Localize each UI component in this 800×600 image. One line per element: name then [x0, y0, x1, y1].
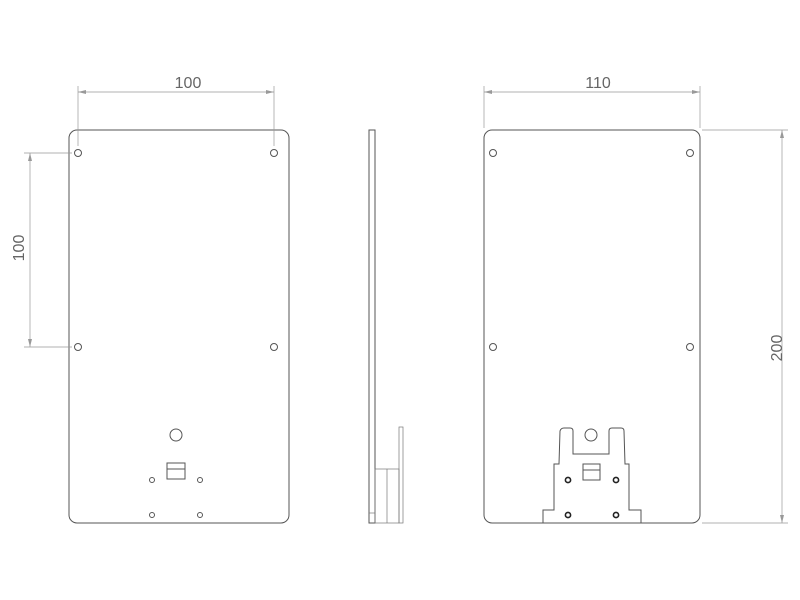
bracket-flange	[398, 426, 404, 524]
dimension-width-back: 110	[483, 75, 701, 128]
mounting-hole	[74, 149, 82, 157]
back-plate-outline	[483, 129, 701, 524]
front-view: 100 100	[11, 75, 290, 524]
center-hole	[169, 428, 183, 442]
mounting-hole	[74, 343, 82, 351]
dimension-label: 200	[769, 335, 786, 362]
bracket-screw-hole	[564, 476, 572, 484]
square-cutout	[582, 463, 601, 481]
small-hole	[149, 477, 155, 483]
back-view: 110 200	[483, 75, 788, 524]
square-cutout	[166, 462, 186, 480]
bracket-hole	[584, 428, 598, 442]
mounting-hole	[686, 343, 694, 351]
mounting-hole	[686, 149, 694, 157]
dimension-label: 110	[585, 75, 611, 92]
bracket-outline	[542, 427, 642, 523]
small-hole	[197, 477, 203, 483]
side-plate	[368, 129, 376, 524]
dimension-label: 100	[175, 75, 202, 92]
dimension-horizontal-front: 100	[77, 75, 275, 146]
mounting-hole	[270, 149, 278, 157]
mounting-hole	[270, 343, 278, 351]
small-hole	[197, 512, 203, 518]
side-view	[368, 129, 404, 524]
dimension-vertical-front: 100	[11, 152, 72, 348]
bracket-screw-hole	[612, 511, 620, 519]
bracket-screw-hole	[612, 476, 620, 484]
dimension-height-back: 200	[702, 129, 788, 524]
dimension-label: 100	[11, 235, 28, 262]
front-plate-outline	[68, 129, 290, 524]
small-hole	[149, 512, 155, 518]
bracket-screw-hole	[564, 511, 572, 519]
mounting-hole	[489, 343, 497, 351]
mounting-hole	[489, 149, 497, 157]
